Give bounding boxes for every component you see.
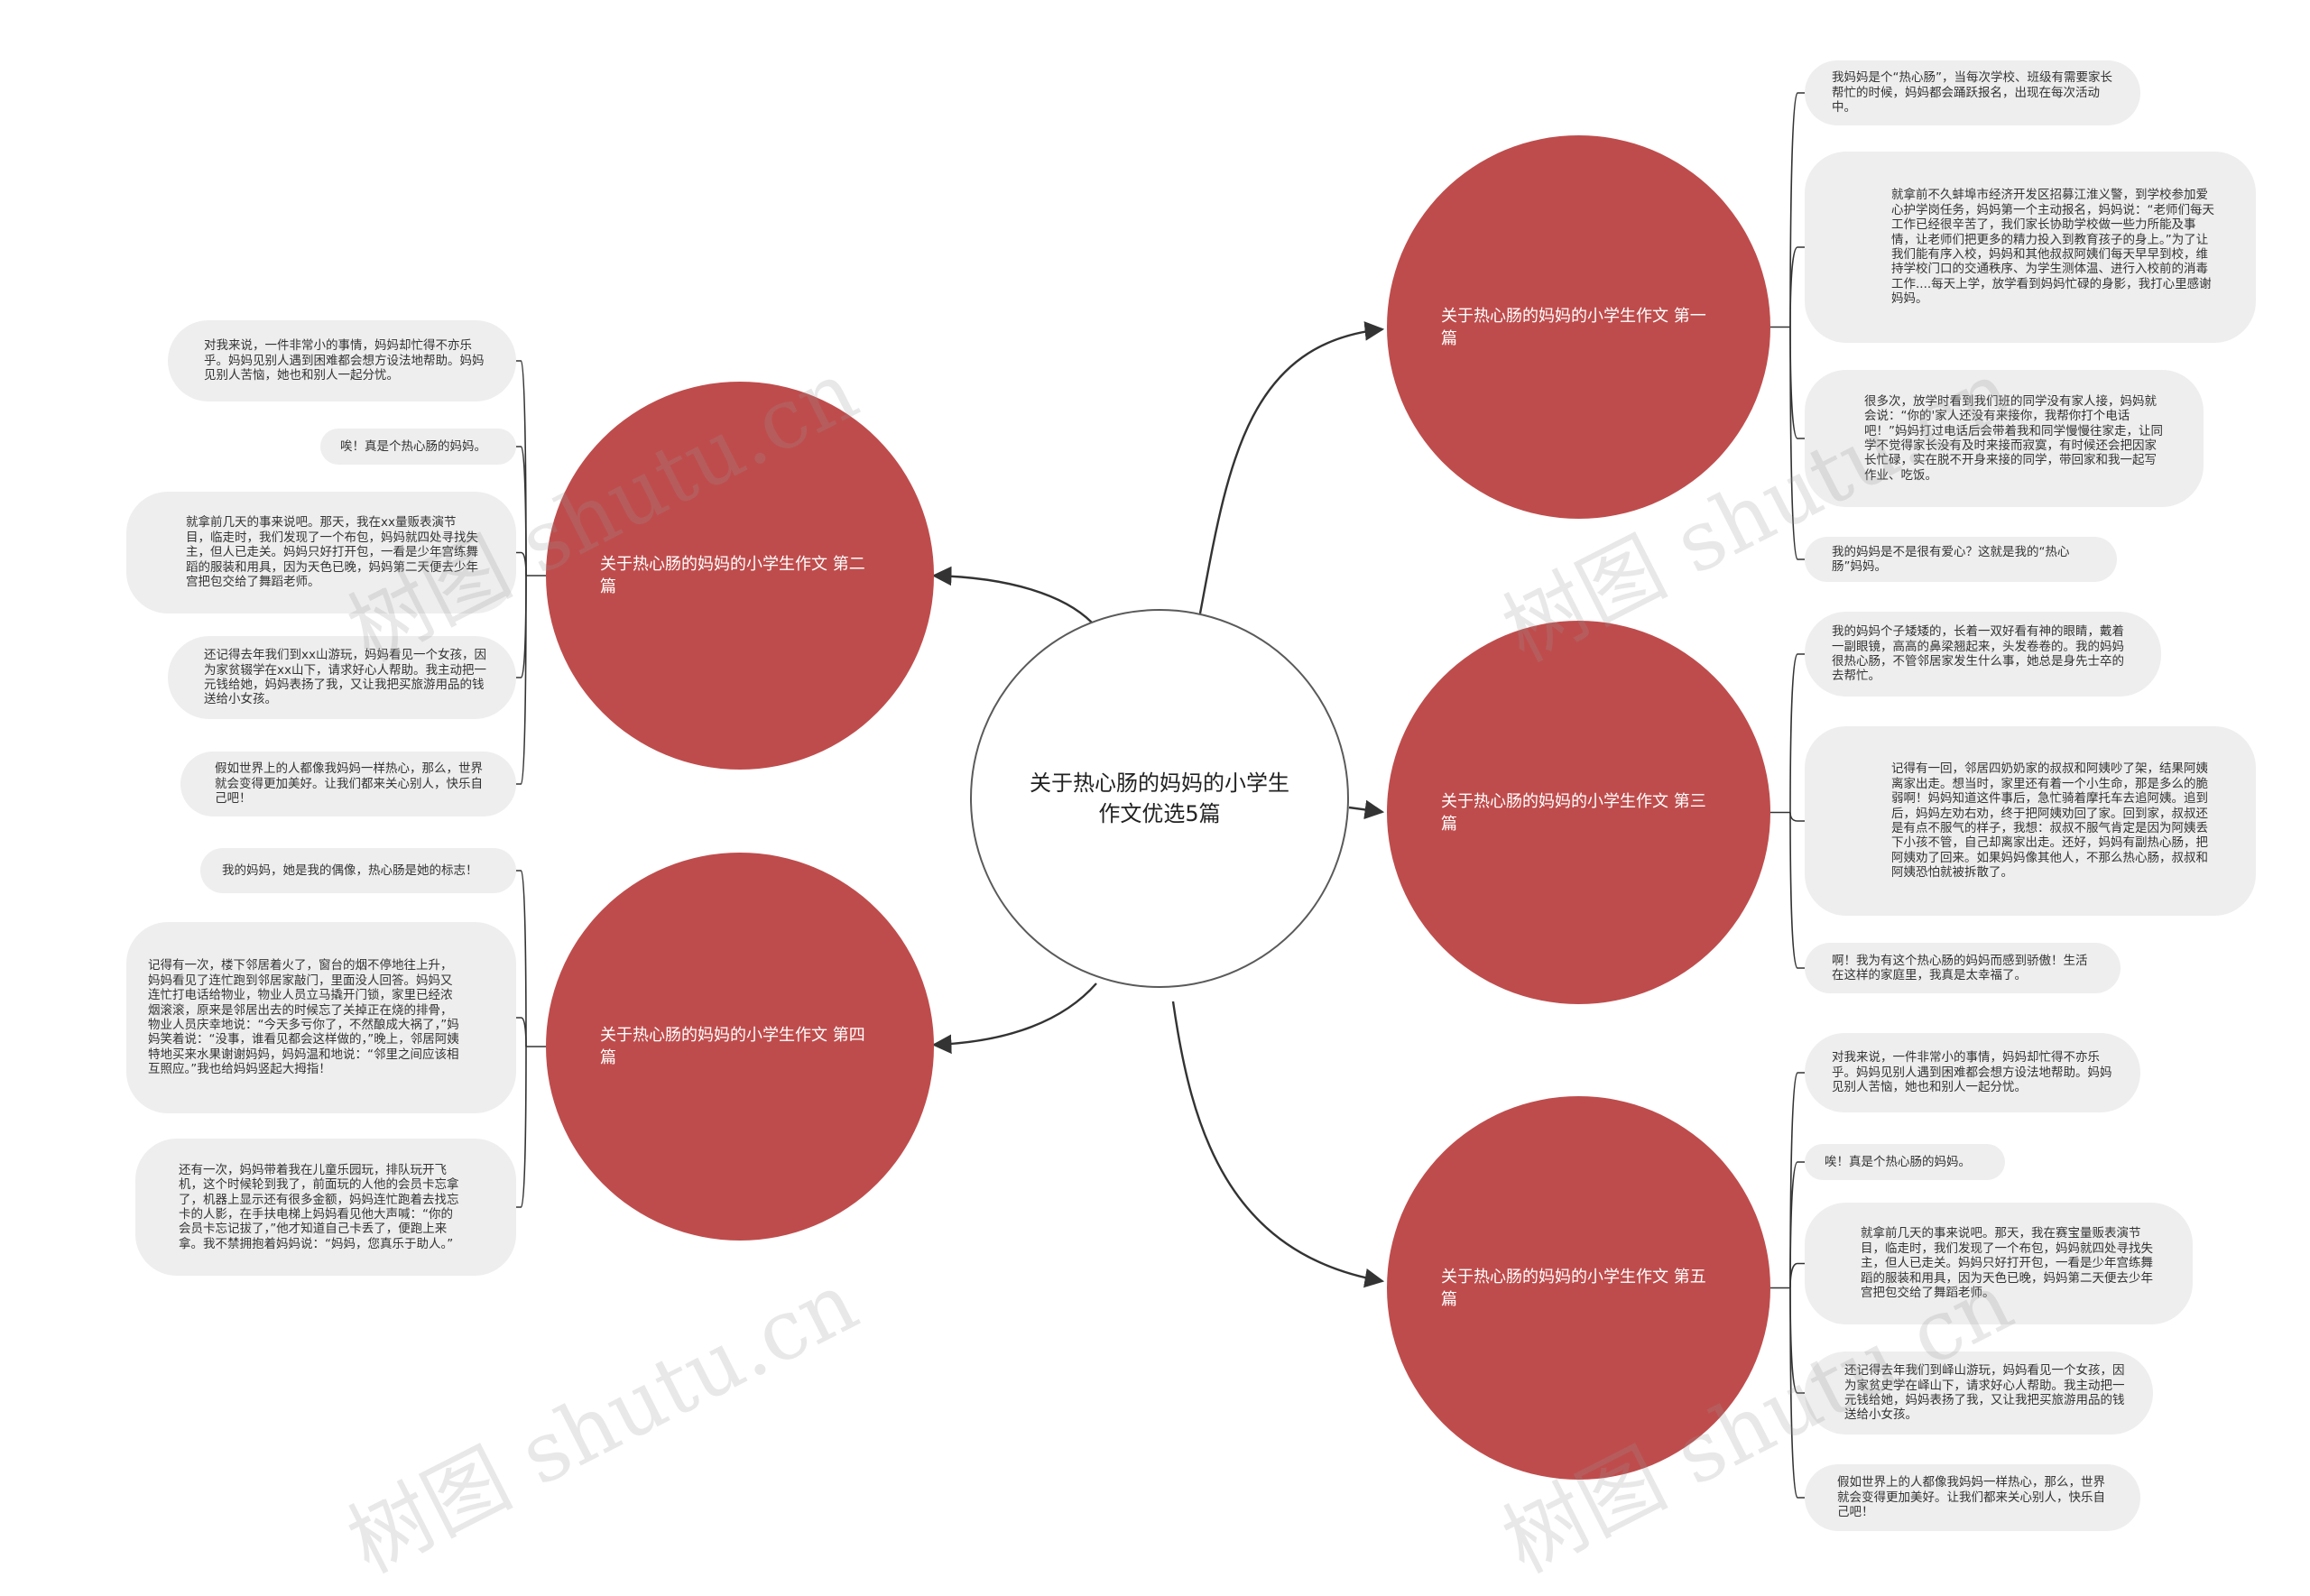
- leaf-b2-4-connector: [516, 575, 527, 678]
- leaf-b1-3-connector: [1789, 327, 1805, 439]
- leaf-b4-2-connector: [516, 1017, 527, 1047]
- leaf-b2-2[interactable]: 唉！真是个热心肠的妈妈。: [320, 429, 516, 465]
- leaf-b4-1-connector: [516, 870, 527, 1047]
- central-topic[interactable]: 关于热心肠的妈妈的小学生作文优选5篇: [970, 609, 1349, 988]
- leaf-b5-5-connector: [1789, 1287, 1805, 1499]
- leaf-b5-2[interactable]: 唉！真是个热心肠的妈妈。: [1805, 1144, 2005, 1180]
- leaf-b3-1[interactable]: 我的妈妈个子矮矮的，长着一双好看有神的眼睛，戴着一副眼镜，高高的鼻梁翘起来，头发…: [1805, 612, 2161, 697]
- leaf-b2-3-connector: [516, 551, 527, 577]
- link-center-b3: [1348, 799, 1385, 820]
- leaf-b1-4-connector: [1789, 327, 1805, 560]
- branch-3-node[interactable]: 关于热心肠的妈妈的小学生作文 第三篇: [1387, 621, 1770, 1004]
- leaf-b5-1[interactable]: 对我来说，一件非常小的事情，妈妈却忙得不亦乐乎。妈妈见别人遇到困难都会想方设法地…: [1805, 1033, 2140, 1112]
- leaf-b1-2-connector: [1789, 246, 1805, 328]
- link-center-b4: [931, 983, 1097, 1055]
- leaf-b3-3[interactable]: 啊！我为有这个热心肠的妈妈而感到骄傲！生活在这样的家庭里，我真是太幸福了。: [1805, 943, 2121, 993]
- leaf-b1-1-connector: [1789, 92, 1805, 328]
- leaf-b1-3[interactable]: 很多次，放学时看到我们班的同学没有家人接，妈妈就会说：“你的'家人还没有来接你，…: [1805, 370, 2204, 507]
- branch-4-node[interactable]: 关于热心肠的妈妈的小学生作文 第四篇: [546, 853, 934, 1241]
- leaf-b1-2[interactable]: 就拿前不久蚌埠市经济开发区招募江淮义警，到学校参加爱心护学岗任务，妈妈第一个主动…: [1805, 152, 2256, 343]
- leaf-b2-5-connector: [516, 575, 527, 785]
- link-center-b2: [931, 566, 1093, 623]
- leaf-b1-1[interactable]: 我妈妈是个“热心肠”，当每次学校、班级有需要家长帮忙的时候，妈妈都会踊跃报名，出…: [1805, 60, 2140, 125]
- leaf-b5-4[interactable]: 还记得去年我们到峄山游玩，妈妈看见一个女孩，因为家贫史学在峄山下，请求好心人帮助…: [1805, 1352, 2153, 1435]
- leaf-b4-3-connector: [516, 1046, 527, 1208]
- leaf-b5-4-connector: [1789, 1287, 1805, 1394]
- leaf-b2-4[interactable]: 还记得去年我们到xx山游玩，妈妈看见一个女孩，因为家贫辍学在xx山下，请求好心人…: [168, 636, 516, 719]
- leaf-b5-1-connector: [1789, 1072, 1805, 1288]
- branch-5-node[interactable]: 关于热心肠的妈妈的小学生作文 第五篇: [1387, 1096, 1770, 1480]
- leaf-b2-3[interactable]: 就拿前几天的事来说吧。那天，我在xx量贩表演节目，临走时，我们发现了一个布包，妈…: [126, 492, 516, 613]
- leaf-b2-5[interactable]: 假如世界上的人都像我妈妈一样热心，那么，世界就会变得更加美好。让我们都来关心别人…: [180, 752, 516, 816]
- branch-2-node[interactable]: 关于热心肠的妈妈的小学生作文 第二篇: [546, 382, 934, 770]
- branch-1-node[interactable]: 关于热心肠的妈妈的小学生作文 第一篇: [1387, 135, 1770, 519]
- leaf-b5-5[interactable]: 假如世界上的人都像我妈妈一样热心，那么，世界就会变得更加美好。让我们都来关心别人…: [1805, 1464, 2140, 1531]
- leaf-b3-2-connector: [1789, 812, 1805, 822]
- leaf-b4-1[interactable]: 我的妈妈，她是我的偶像，热心肠是她的标志！: [200, 848, 516, 893]
- leaf-b1-4[interactable]: 我的妈妈是不是很有爱心？这就是我的“热心肠”妈妈。: [1805, 537, 2117, 582]
- leaf-b5-3-connector: [1789, 1262, 1805, 1288]
- leaf-b3-3-connector: [1789, 812, 1805, 969]
- leaf-b5-3[interactable]: 就拿前几天的事来说吧。那天，我在赛宝量贩表演节目，临走时，我们发现了一个布包，妈…: [1805, 1203, 2193, 1324]
- leaf-b3-1-connector: [1789, 653, 1805, 813]
- leaf-b4-3[interactable]: 还有一次，妈妈带着我在儿童乐园玩，排队玩开飞机，这个时候轮到我了，前面玩的人他的…: [135, 1139, 516, 1276]
- link-center-b5: [1171, 1001, 1385, 1288]
- leaf-b2-1[interactable]: 对我来说，一件非常小的事情，妈妈却忙得不亦乐乎。妈妈见别人遇到困难都会想方设法地…: [168, 320, 516, 401]
- link-center-b1: [1198, 321, 1385, 614]
- leaf-b3-2[interactable]: 记得有一回，邻居四奶奶家的叔叔和阿姨吵了架，结果阿姨离家出走。想当时，家里还有着…: [1805, 726, 2256, 916]
- leaf-b4-2[interactable]: 记得有一次，楼下邻居着火了，窗台的烟不停地往上升，妈妈看见了连忙跑到邻居家敲门，…: [126, 922, 516, 1113]
